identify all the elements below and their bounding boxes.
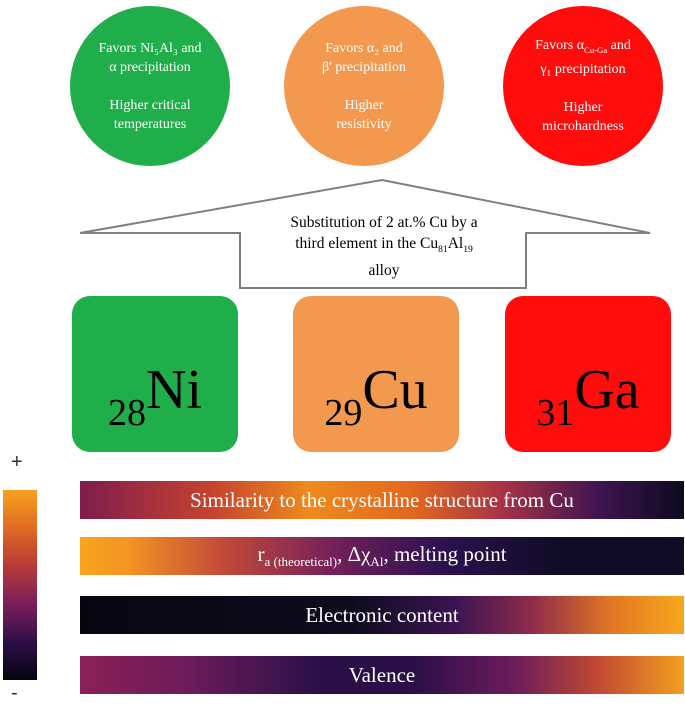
ni-effect-line4: temperatures: [113, 116, 187, 132]
bar-atomic-radius: ra (theoretical), ΔχAl, melting point: [80, 537, 684, 575]
bar-similarity: Similarity to the crystalline structure …: [80, 481, 684, 519]
circle-ni-effects: Favors Ni₅Al₃ and α precipitation Higher…: [70, 6, 230, 166]
substitution-line3: alloy: [368, 262, 400, 280]
ga-effect-line4: microhardness: [542, 118, 624, 134]
ni-effect-line2: α precipitation: [109, 59, 191, 75]
cu-effect-line2: β' precipitation: [322, 59, 406, 75]
ni-effect-line1: Favors Ni₅Al₃ and: [98, 40, 202, 56]
scale-plus-label: +: [11, 451, 23, 473]
ga-effect-line1: Favors αCu-Ga and: [535, 38, 631, 55]
cu-effect-line3: Higher: [344, 97, 384, 113]
bar-atomic-radius-label: ra (theoretical), ΔχAl, melting point: [257, 541, 507, 570]
atomic-number-cu: 29: [324, 392, 363, 434]
substitution-text: Substitution of 2 at.% Cu by a third ele…: [240, 212, 528, 281]
ga-effect-line2: γ₁ precipitation: [540, 61, 626, 77]
ga-effect-line3: Higher: [563, 99, 603, 115]
element-symbol-cu: Cu: [362, 359, 428, 421]
scale-minus-label: -: [11, 682, 18, 704]
atomic-number-ga: 31: [536, 392, 575, 434]
ni-effect-line3: Higher critical: [109, 97, 191, 113]
cu-effect-line1: Favors α₂ and: [325, 40, 403, 56]
cu-effect-line4: resistivity: [336, 116, 392, 132]
atomic-number-ni: 28: [108, 392, 146, 434]
substitution-line1: Substitution of 2 at.% Cu by a: [290, 214, 478, 231]
circle-ga-effects: Favors αCu-Ga and γ₁ precipitation Highe…: [503, 6, 663, 166]
element-symbol-ga: Ga: [574, 359, 640, 421]
bar-valence: Valence: [80, 656, 684, 694]
bar-valence-label: Valence: [348, 662, 416, 687]
substitution-arrow: [79, 178, 651, 289]
bar-electronic-content-label: Electronic content: [305, 602, 459, 627]
bar-electronic-content: Electronic content: [80, 596, 684, 634]
color-scale-legend: [3, 490, 37, 680]
bar-similarity-label: Similarity to the crystalline structure …: [190, 487, 574, 512]
substitution-line2: third element in the Cu81Al19: [295, 235, 473, 256]
circle-cu-effects: Favors α₂ and β' precipitation Higher re…: [284, 6, 444, 166]
element-symbol-ni: Ni: [146, 359, 202, 421]
